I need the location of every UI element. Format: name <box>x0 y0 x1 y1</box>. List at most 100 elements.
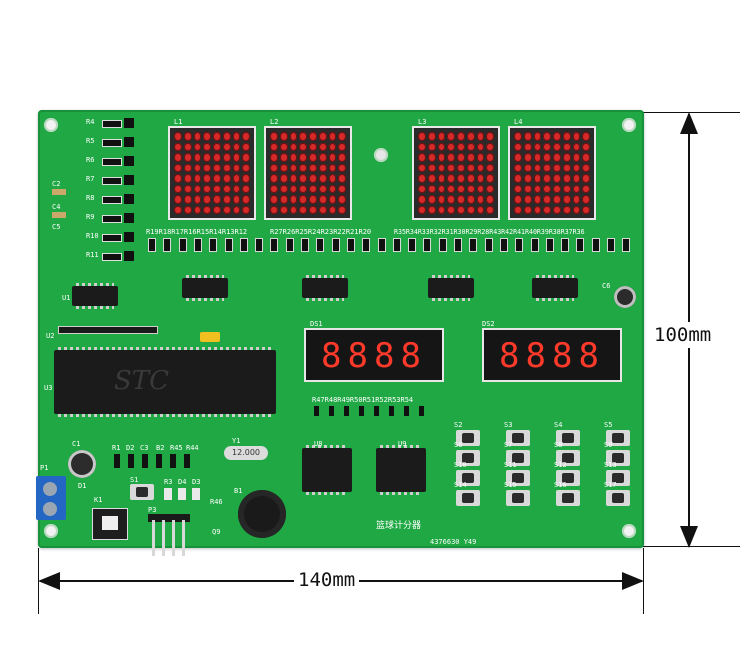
tact-switch-button[interactable] <box>606 490 630 506</box>
tact-switch-button[interactable] <box>606 470 630 486</box>
matrix-label-l4: L4 <box>514 118 523 126</box>
led-dot <box>328 174 337 183</box>
tact-switch-button[interactable] <box>556 430 580 446</box>
tact-switch-button[interactable] <box>506 470 530 486</box>
width-arrow-left-icon <box>38 572 60 590</box>
tact-switch-button[interactable] <box>456 450 480 466</box>
transistor <box>124 213 134 223</box>
led-dot <box>309 174 317 183</box>
led-dot <box>562 142 571 151</box>
tact-switch-button[interactable] <box>606 430 630 446</box>
led-dot <box>183 163 192 172</box>
width-dimension-label: 140mm <box>294 569 360 591</box>
led-dot <box>242 205 250 214</box>
board-title-silk: 篮球计分器 <box>376 521 422 531</box>
led-dot <box>318 142 327 151</box>
led-dot <box>466 163 475 172</box>
resistor <box>148 238 156 252</box>
matrix-label-l3: L3 <box>418 118 427 126</box>
led-dot <box>582 195 590 204</box>
buzzer-b1 <box>238 490 286 538</box>
resistor-row-lower <box>314 406 434 416</box>
tact-switch-button[interactable] <box>556 450 580 466</box>
tact-switch-button[interactable] <box>606 450 630 466</box>
switch-label: S4 <box>554 421 563 429</box>
resistor <box>622 238 631 252</box>
led-dot <box>418 205 426 214</box>
tact-switch-button[interactable] <box>456 490 480 506</box>
switch-label: S11 <box>504 461 517 469</box>
led-dot <box>582 153 590 162</box>
led-dot <box>222 163 231 172</box>
switch-label: S9 <box>604 441 613 449</box>
led-indicators <box>164 488 204 500</box>
led-dot <box>193 153 202 162</box>
resistor <box>484 238 493 252</box>
led-dot <box>466 205 475 214</box>
led-dot <box>289 174 298 183</box>
led-dot <box>213 205 221 214</box>
resistor <box>576 238 585 252</box>
led-dot <box>328 163 337 172</box>
led-dot <box>572 163 581 172</box>
led-dot <box>447 163 455 172</box>
resistor <box>499 238 508 252</box>
led-dot <box>523 163 532 172</box>
led-dot <box>418 195 426 204</box>
tact-switch-button[interactable] <box>506 450 530 466</box>
height-dimension-bottom-tick <box>600 546 740 547</box>
tact-switch-button[interactable] <box>456 470 480 486</box>
led-dot <box>523 153 532 162</box>
led-dot <box>437 174 446 183</box>
resistor <box>545 238 554 252</box>
tact-switch-button[interactable] <box>506 430 530 446</box>
led-dot <box>242 163 250 172</box>
led-dot <box>562 163 571 172</box>
switch-label: S16 <box>554 481 567 489</box>
led-dot <box>486 132 494 141</box>
tact-switch-button[interactable] <box>506 490 530 506</box>
led-dot <box>328 205 337 214</box>
led-dot <box>523 142 532 151</box>
led-dot <box>318 132 327 141</box>
led-dot <box>203 205 211 214</box>
led-dot <box>203 195 211 204</box>
led-dot <box>174 142 182 151</box>
pin-header-pins <box>152 520 188 556</box>
led-dot <box>213 153 221 162</box>
small-component-row <box>114 454 198 468</box>
resistor <box>591 238 600 252</box>
led-dot <box>437 163 446 172</box>
tact-switch-button[interactable] <box>556 490 580 506</box>
led-dot <box>193 132 202 141</box>
resistor <box>346 238 355 252</box>
chip-label-u9: U9 <box>398 440 407 448</box>
resistor <box>607 238 615 252</box>
mcu-chip-u3 <box>54 347 276 417</box>
led-dot <box>203 174 211 183</box>
led-dot <box>289 184 298 193</box>
led-dot <box>427 142 436 151</box>
led-dot <box>447 184 455 193</box>
led-dot <box>514 142 522 151</box>
led-dot <box>270 174 278 183</box>
led-dot <box>242 195 250 204</box>
transistor <box>124 137 134 147</box>
height-arrow-bottom-icon <box>680 526 698 548</box>
led-dot <box>418 153 426 162</box>
reset-button-s1[interactable] <box>130 484 154 500</box>
led-dot <box>328 142 337 151</box>
power-switch-k1[interactable] <box>92 508 128 540</box>
power-switch-knob[interactable] <box>102 516 118 530</box>
led-dot <box>232 174 241 183</box>
led-dot <box>279 184 288 193</box>
led-dot <box>572 132 581 141</box>
tact-switch-button[interactable] <box>456 430 480 446</box>
led-dot <box>232 163 241 172</box>
led-dot <box>222 153 231 162</box>
tact-switch-button[interactable] <box>556 470 580 486</box>
switch-label: S3 <box>504 421 513 429</box>
led-dot <box>213 195 221 204</box>
led-dot <box>562 132 571 141</box>
led-dot <box>232 184 241 193</box>
